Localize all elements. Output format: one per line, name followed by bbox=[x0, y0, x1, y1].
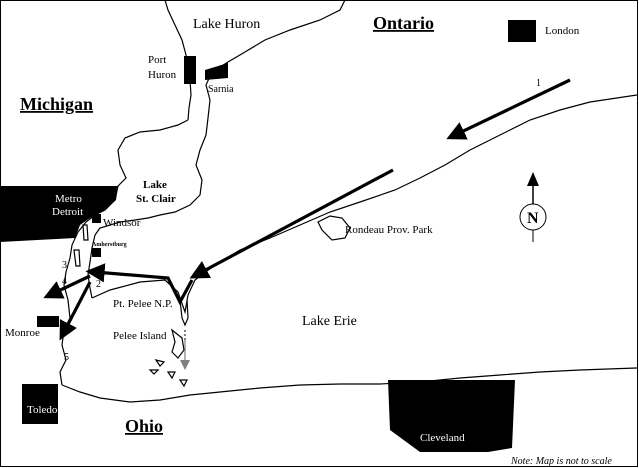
label-port-huron-2: Huron bbox=[148, 69, 177, 81]
port-huron-block bbox=[184, 56, 196, 84]
pelee-island bbox=[170, 328, 185, 359]
label-amherstburg: Amherstburg bbox=[92, 242, 127, 248]
route-number-5: 5 bbox=[64, 352, 69, 363]
route-arrow-1 bbox=[446, 78, 571, 140]
label-london: London bbox=[545, 25, 580, 37]
north-arrow-icon bbox=[527, 172, 539, 186]
route-number-3: 3 bbox=[62, 260, 67, 271]
label-sarnia: Sarnia bbox=[208, 84, 234, 95]
detroit-river-west-shore bbox=[59, 231, 79, 386]
toledo-block bbox=[22, 384, 58, 424]
sarnia-block bbox=[205, 63, 228, 80]
amherstburg-block bbox=[92, 248, 101, 257]
label-windsor: Windsor bbox=[103, 217, 141, 229]
monroe-block bbox=[37, 316, 59, 327]
label-lake-st-clair-1: Lake bbox=[143, 179, 167, 191]
label-lake-st-clair-2: St. Clair bbox=[136, 193, 176, 205]
label-pt-pelee: Pt. Pelee N.P. bbox=[113, 298, 173, 310]
gray-arrowhead bbox=[180, 360, 190, 370]
river-island-2 bbox=[82, 224, 89, 241]
cleveland-block bbox=[388, 380, 515, 452]
label-metro-detroit-1: Metro bbox=[55, 193, 82, 205]
label-cleveland: Cleveland bbox=[420, 432, 465, 444]
route-arrow-2-west bbox=[43, 274, 91, 299]
label-ontario: Ontario bbox=[373, 13, 434, 33]
label-monroe: Monroe bbox=[5, 327, 40, 339]
islet-4 bbox=[178, 379, 188, 388]
route-number-2: 2 bbox=[96, 279, 101, 290]
lake-huron-shoreline-east bbox=[205, 0, 346, 119]
label-map-note: Note: Map is not to scale bbox=[510, 456, 612, 467]
north-label: N bbox=[527, 210, 539, 227]
label-lake-erie: Lake Erie bbox=[302, 314, 357, 329]
river-island-1 bbox=[73, 249, 81, 267]
london-block bbox=[508, 20, 536, 42]
label-michigan: Michigan bbox=[20, 94, 93, 114]
route-arrow-2-south bbox=[59, 281, 92, 341]
label-ohio: Ohio bbox=[125, 416, 163, 436]
pelee-peninsula-tip bbox=[179, 299, 189, 327]
label-port-huron-1: Port bbox=[148, 54, 166, 66]
label-pelee-island: Pelee Island bbox=[113, 330, 167, 342]
lake-st-clair-east-shore bbox=[94, 117, 209, 236]
route-arrow-rondeau-to-pelee bbox=[189, 168, 394, 279]
label-metro-detroit-2: Detroit bbox=[52, 206, 83, 218]
rondeau-peninsula bbox=[317, 215, 351, 241]
route-number-1: 1 bbox=[536, 78, 541, 89]
metro-detroit-block bbox=[0, 186, 118, 242]
lake-erie-south-shore bbox=[61, 367, 638, 403]
windsor-block bbox=[92, 214, 101, 223]
islet-1 bbox=[154, 359, 166, 367]
route-number-4: 4 bbox=[62, 276, 67, 287]
route-arrow-pelee-to-amherstburg bbox=[85, 263, 194, 306]
label-lake-huron: Lake Huron bbox=[193, 17, 260, 32]
islet-3 bbox=[166, 371, 176, 380]
islet-2 bbox=[148, 369, 160, 375]
label-rondeau: Rondeau Prov. Park bbox=[345, 224, 433, 236]
label-toledo: Toledo bbox=[27, 404, 58, 416]
